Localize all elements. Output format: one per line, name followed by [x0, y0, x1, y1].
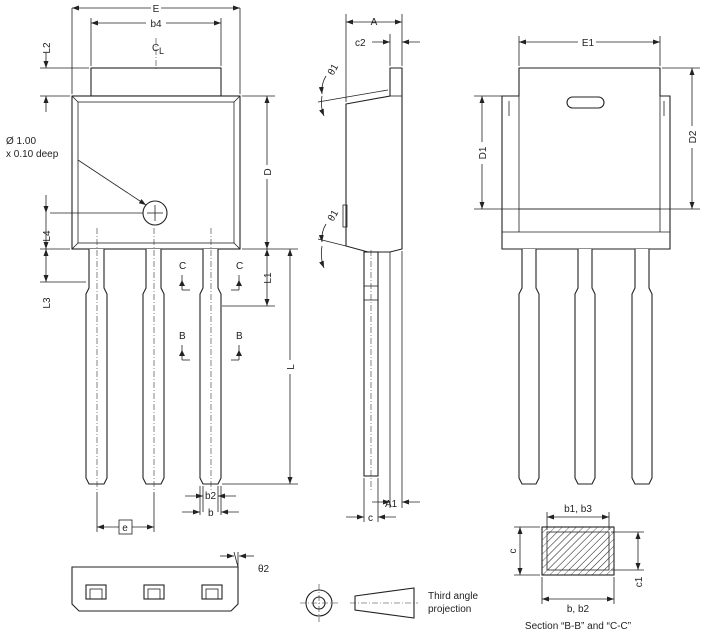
- label-A1: A1: [385, 499, 398, 510]
- label-b: b: [208, 508, 214, 519]
- back-leads: [518, 249, 653, 485]
- label-CL-sub: L: [159, 46, 164, 56]
- projection-label-line2: projection: [428, 604, 471, 615]
- front-body-inner-edge: [77, 101, 235, 244]
- front-leads: [85, 249, 222, 485]
- label-CL: C: [152, 43, 159, 54]
- back-body: [501, 67, 671, 250]
- label-c1: c1: [634, 576, 645, 587]
- label-b2: b2: [205, 491, 217, 502]
- label-theta1-upper: θ1: [326, 62, 341, 78]
- label-theta2: θ2: [258, 564, 270, 575]
- label-b-b2: b, b2: [567, 604, 590, 615]
- label-D: D: [263, 168, 274, 175]
- e-basic-box: [118, 519, 133, 535]
- label-E1: E1: [582, 38, 595, 49]
- label-b1-b3: b1, b3: [564, 504, 592, 515]
- side-view-labels: A c2 θ1 θ1 A1 c: [326, 17, 398, 524]
- third-angle-projection-symbol: [300, 584, 418, 622]
- label-L: L: [286, 364, 297, 370]
- bottom-view: [71, 551, 254, 612]
- hole-note-line1: Ø 1.00: [6, 136, 36, 147]
- side-view: [317, 14, 420, 522]
- label-b4: b4: [150, 19, 162, 30]
- label-D1: D1: [478, 146, 489, 159]
- label-L4: L4: [42, 230, 53, 242]
- label-A: A: [371, 17, 378, 28]
- label-e: e: [122, 523, 128, 534]
- label-c: c: [368, 513, 373, 524]
- back-slot: [566, 96, 605, 109]
- front-view-labels: E b4 C L L2 Ø 1.00 x 0.10 deep L4 L3 D L…: [6, 4, 297, 534]
- label-L1: L1: [263, 272, 274, 284]
- label-C-right: C: [236, 261, 243, 272]
- section-view: [514, 512, 644, 604]
- back-view: [474, 36, 700, 485]
- front-view: [40, 3, 298, 535]
- section-caption: Section “B-B” and “C-C”: [525, 621, 631, 632]
- label-B-right: B: [236, 331, 243, 342]
- side-body: [345, 67, 403, 253]
- label-C-left: C: [179, 261, 186, 272]
- label-theta1-lower: θ1: [326, 208, 341, 224]
- projection-label-line1: Third angle: [428, 591, 478, 602]
- section-view-labels: b1, b3 c c1 b, b2 Section “B-B” and “C-C…: [508, 504, 645, 632]
- label-L2: L2: [42, 42, 53, 54]
- back-view-labels: E1 D1 D2: [478, 38, 699, 159]
- label-E: E: [153, 4, 160, 15]
- hole-note-line2: x 0.10 deep: [6, 149, 59, 160]
- label-D2: D2: [688, 130, 699, 143]
- label-L3: L3: [42, 297, 53, 309]
- front-tab: [90, 67, 222, 97]
- label-B-left: B: [179, 331, 186, 342]
- label-c2: c2: [355, 38, 366, 49]
- label-section-c: c: [508, 549, 519, 554]
